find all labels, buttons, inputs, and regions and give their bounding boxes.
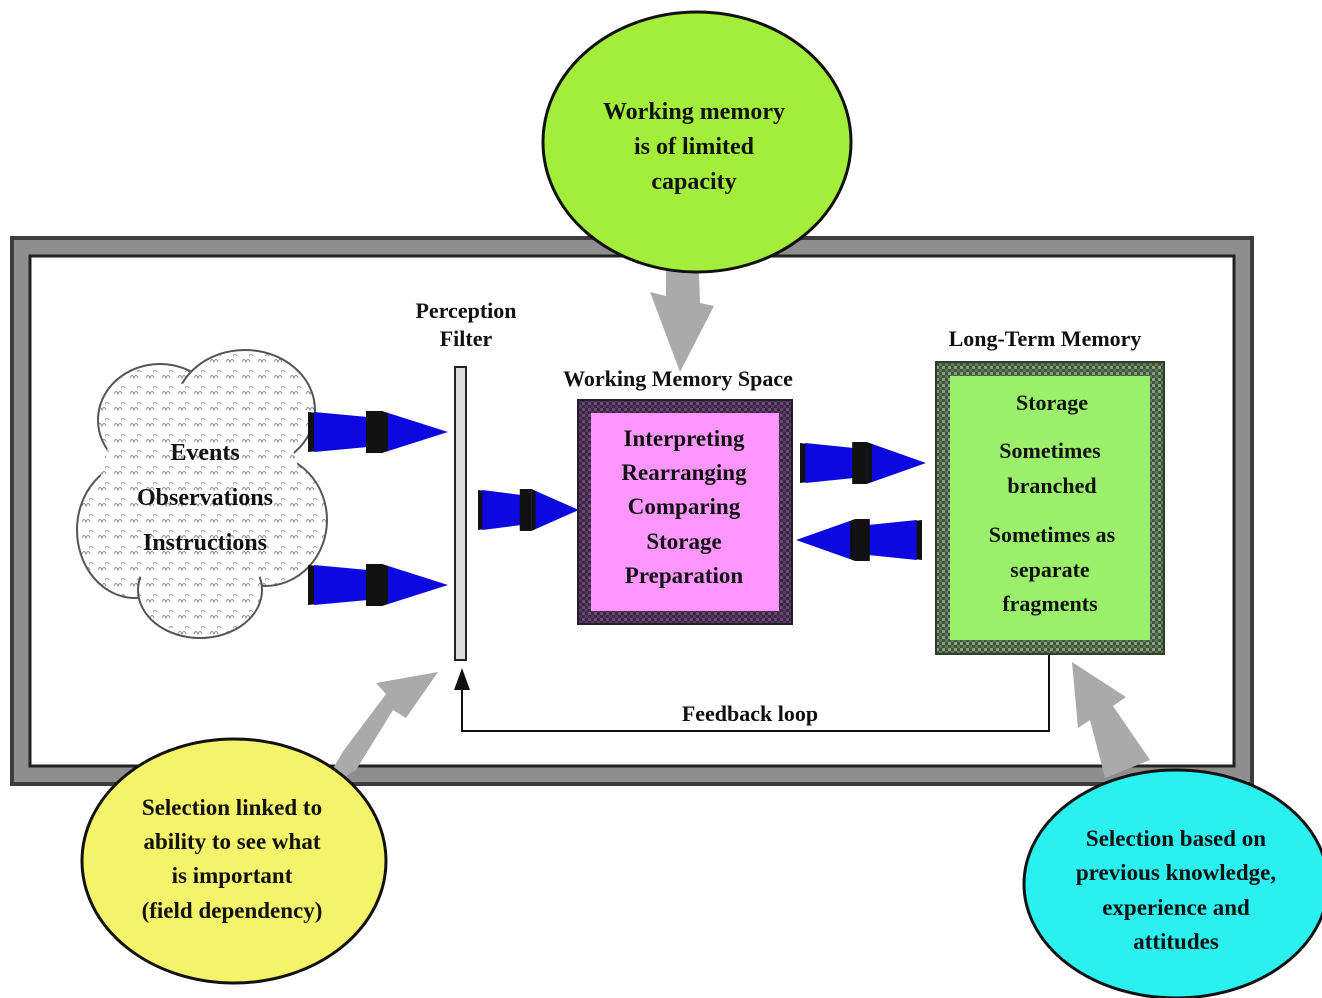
long-term-memory-title: Long-Term Memory [949,326,1142,351]
feedback-loop: Feedback loop [454,655,1050,732]
perception-filter: Perception Filter [415,298,517,661]
callout-left-line: (field dependency) [142,898,323,923]
callout-right-line: Selection based on [1086,826,1266,851]
working-memory-title: Working Memory Space [563,366,793,391]
callout-working-memory-capacity: Working memory is of limited capacity [541,10,853,274]
ltm-item: separate [1010,557,1090,582]
perception-filter-title-line2: Filter [440,326,493,351]
ltm-item: Storage [1016,390,1088,415]
working-memory-item: Interpreting [624,426,745,451]
working-memory-item: Rearranging [621,460,747,485]
long-term-memory: Long-Term Memory Storage Sometimes branc… [935,326,1165,655]
cloud-item-observations: Observations [137,485,273,511]
feedback-arrowhead-icon [454,668,470,690]
ltm-item: Sometimes as [989,522,1116,547]
callout-right-line: experience and [1102,895,1250,920]
cloud-icon [76,349,328,639]
callout-top-line: is of limited [634,134,755,160]
gray-block-arrow-icon [1072,662,1150,778]
working-memory-item: Preparation [625,563,744,588]
callout-previous-knowledge: Selection based on previous knowledge, e… [1022,768,1322,998]
ltm-item: Sometimes [999,438,1101,463]
callout-field-dependency: Selection linked to ability to see what … [80,737,388,985]
feedback-loop-label: Feedback loop [682,701,818,726]
ltm-item: branched [1007,473,1096,498]
cloud-item-events: Events [170,440,239,466]
working-memory-item: Comparing [628,494,741,519]
ltm-item: fragments [1002,591,1098,616]
working-memory-item: Storage [646,529,721,554]
callout-top-line: capacity [651,169,736,195]
input-cloud: Events Observations Instructions [76,349,328,639]
callout-right-line: previous knowledge, [1076,860,1276,885]
cloud-item-instructions: Instructions [143,530,267,556]
callout-top-line: Working memory [603,99,785,125]
callout-left-line: Selection linked to [142,795,322,820]
filter-bar [454,366,467,661]
callout-left-line: ability to see what [144,829,321,854]
working-memory-space: Working Memory Space Interpreting Rearra… [563,366,793,625]
gray-block-arrow-icon [318,672,438,793]
callout-left-line: is important [172,863,293,888]
callout-right-line: attitudes [1133,929,1219,954]
perception-filter-title-line1: Perception [415,298,516,323]
